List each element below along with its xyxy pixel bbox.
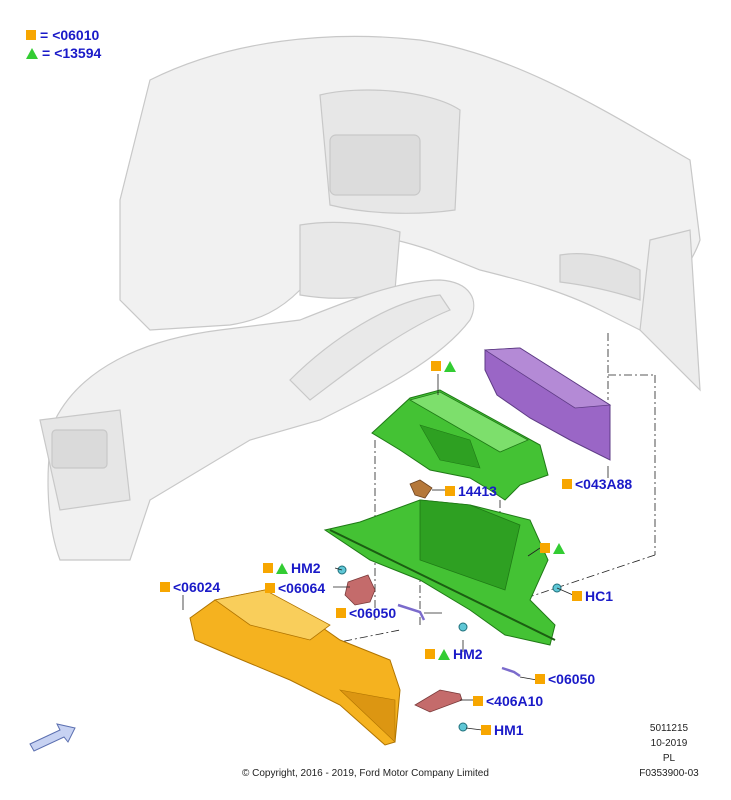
callout-06024: <06024: [160, 579, 220, 595]
pin-06050-a: [397, 603, 426, 621]
callout-14413: 14413: [445, 483, 497, 499]
meta-figure: F0353900-03: [639, 768, 699, 779]
square-marker-icon: [572, 591, 582, 601]
square-marker-icon: [431, 361, 441, 371]
callout-label: <06064: [278, 580, 326, 596]
fastener-hm2-b: [458, 622, 468, 632]
triangle-marker-icon: [276, 562, 288, 574]
callout-043a88: <043A88: [562, 476, 632, 492]
square-marker-icon: [473, 696, 483, 706]
callout-mid-markers: [540, 540, 565, 556]
callout-label: <043A88: [575, 476, 633, 492]
callout-label: 14413: [458, 483, 497, 499]
callout-06050-b: <06050: [535, 671, 595, 687]
legend-label: <13594: [54, 45, 102, 61]
square-marker-icon: [425, 649, 435, 659]
glovebox-door-06024: [189, 589, 401, 746]
callout-label: HC1: [585, 588, 614, 604]
callout-label: <06050: [349, 605, 397, 621]
legend-row-triangle: = <13594: [26, 44, 101, 62]
copyright: © Copyright, 2016 - 2019, Ford Motor Com…: [242, 768, 489, 779]
meta-code: 5011215: [649, 723, 689, 734]
meta-date: 10-2019: [650, 738, 688, 749]
triangle-marker-icon: [553, 542, 565, 554]
callout-hm2-a: HM2: [263, 560, 321, 576]
callout-406a10: <406A10: [473, 693, 543, 709]
callout-hm1: HM1: [481, 722, 524, 738]
upper-glovebox-frame: [371, 389, 549, 501]
legend: = <06010 = <13594: [26, 26, 101, 62]
square-marker-icon: [336, 608, 346, 618]
glovebox-housing: [323, 499, 556, 646]
square-marker-icon: [445, 486, 455, 496]
square-marker-icon: [481, 725, 491, 735]
callout-top-markers: [431, 358, 456, 374]
legend-equals: =: [42, 45, 51, 61]
latch-06064: [344, 574, 376, 606]
triangle-marker-icon: [444, 360, 456, 372]
square-marker-icon: [263, 563, 273, 573]
callout-label: HM2: [453, 646, 483, 662]
legend-equals: =: [40, 27, 49, 43]
part-14413: [409, 479, 433, 499]
pin-06050-b: [501, 666, 521, 678]
callout-06064: <06064: [265, 580, 325, 596]
direction-arrow-icon: [29, 723, 76, 752]
square-marker-icon: [540, 543, 550, 553]
callout-hm2-b: HM2: [425, 646, 483, 662]
meta-region: PL: [662, 753, 676, 764]
dashboard-outline: [39, 35, 701, 561]
callout-hc1: HC1: [572, 588, 613, 604]
triangle-marker-icon: [26, 47, 38, 59]
callout-label: <06024: [173, 579, 221, 595]
legend-row-square: = <06010: [26, 26, 101, 44]
bracket-043a88: [483, 347, 612, 461]
callout-label: HM1: [494, 722, 524, 738]
square-marker-icon: [265, 583, 275, 593]
latch-406a10: [414, 689, 463, 713]
square-marker-icon: [562, 479, 572, 489]
square-marker-icon: [535, 674, 545, 684]
square-marker-icon: [160, 582, 170, 592]
callout-label: <06050: [548, 671, 596, 687]
callout-pointers: [182, 374, 609, 731]
callout-label: HM2: [291, 560, 321, 576]
legend-label: <06010: [52, 27, 100, 43]
callout-06050-a: <06050: [336, 605, 396, 621]
fastener-hm1: [458, 722, 468, 732]
square-marker-icon: [26, 30, 36, 40]
callout-label: <406A10: [486, 693, 544, 709]
triangle-marker-icon: [438, 648, 450, 660]
